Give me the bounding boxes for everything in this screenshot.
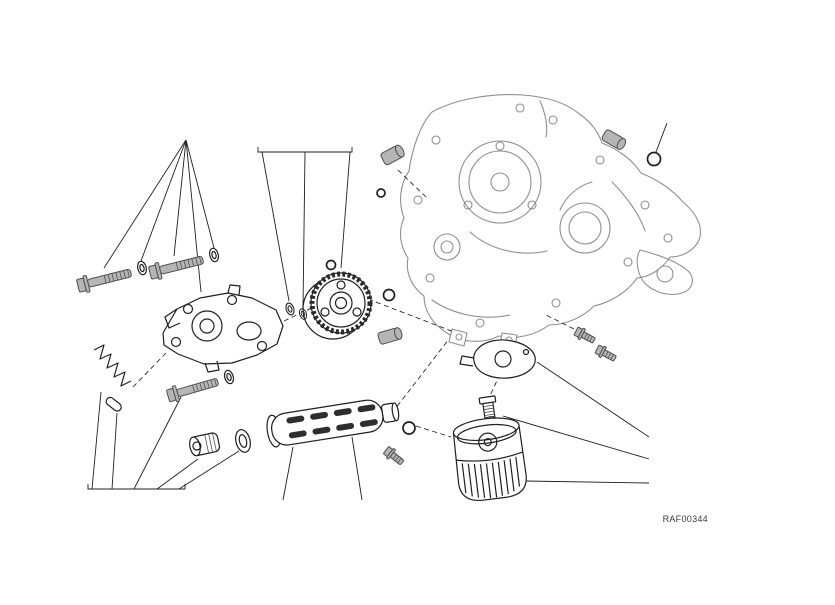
o-ring-right (646, 151, 662, 167)
crankcase (399, 94, 701, 349)
washer-3 (222, 368, 236, 386)
leader-lines (87, 122, 668, 501)
flange-bolt-2 (147, 251, 206, 282)
screw-1 (572, 325, 598, 347)
dowel-bushing-right (601, 129, 627, 150)
screw-plug (189, 432, 221, 457)
filter-union (478, 395, 497, 422)
screw-3 (381, 444, 407, 468)
flange-bolt-1 (75, 264, 134, 295)
oil-filter-cartridge (452, 417, 527, 501)
o-ring-gear (382, 288, 396, 302)
flange-bolt-3 (165, 373, 221, 405)
washer-2 (207, 246, 221, 264)
oil-pump-drive-gear (302, 271, 373, 340)
washer-1 (135, 259, 149, 277)
shaft-bushing (377, 327, 403, 345)
relief-plunger (105, 396, 122, 412)
washer-small-1 (283, 301, 297, 317)
oil-pump-body (162, 284, 284, 373)
retaining-ring (325, 259, 337, 271)
o-ring-strainer (402, 421, 416, 435)
relief-spring (93, 344, 132, 387)
o-ring-small-left (376, 188, 386, 198)
screw-2 (593, 343, 619, 365)
sealing-washer (235, 429, 251, 453)
oil-strainer-tube (266, 399, 400, 448)
filter-cover-plate (459, 339, 536, 379)
figure-code: RAF00344 (663, 514, 708, 524)
dowel-bushing-left (380, 144, 405, 166)
